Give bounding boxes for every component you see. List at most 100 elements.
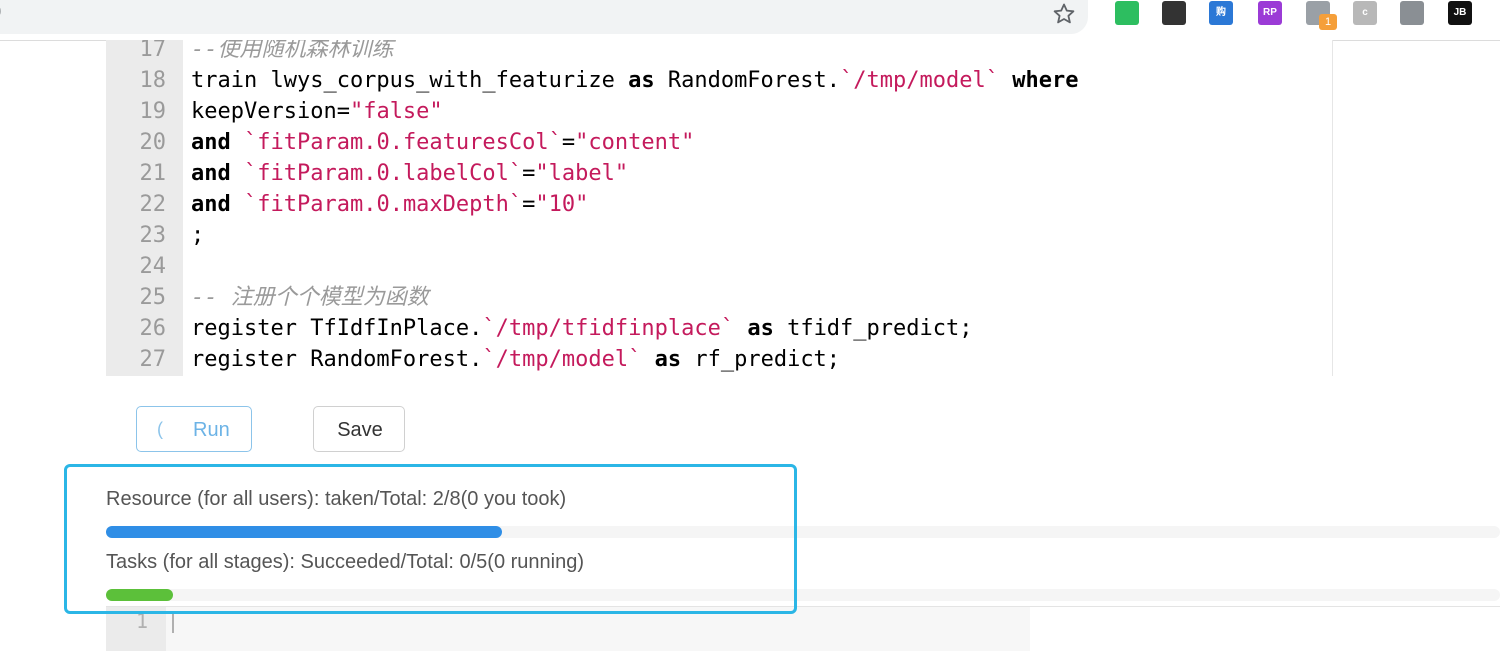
code-token: "10" xyxy=(535,192,589,217)
code-token: = xyxy=(522,192,536,217)
code-token: ; xyxy=(191,223,205,248)
code-text: register RandomForest.`/tmp/model` as rf… xyxy=(191,344,840,375)
code-line[interactable]: 20 and `fitParam.0.featuresCol`="content" xyxy=(106,127,1332,158)
resource-progress-track xyxy=(106,526,1500,538)
code-text: keepVersion="false" xyxy=(191,96,443,127)
code-text: and `fitParam.0.maxDepth`="10" xyxy=(191,189,588,220)
qr-code-icon[interactable] xyxy=(1162,1,1186,25)
code-line[interactable]: 24 xyxy=(106,251,1332,282)
loading-spinner-icon: ( xyxy=(157,419,163,439)
code-token: `/tmp/model` xyxy=(840,68,999,93)
extension-label: JB xyxy=(1453,7,1467,18)
vue-icon[interactable] xyxy=(1400,1,1424,25)
evernote-icon[interactable] xyxy=(1115,1,1139,25)
code-token: --使用随机森林训练 xyxy=(191,40,394,62)
code-token: = xyxy=(561,130,576,155)
line-number: 25 xyxy=(139,285,167,310)
run-button-label: Run xyxy=(193,419,230,441)
code-text: and `fitParam.0.featuresCol`="content" xyxy=(191,127,694,158)
result-editor-gutter: 1 xyxy=(106,607,166,651)
code-token xyxy=(231,161,244,186)
code-editor[interactable]: 17 --使用随机森林训练 18 train lwys_corpus_with_fea… xyxy=(106,40,1332,376)
code-token: and xyxy=(191,161,231,186)
code-token xyxy=(734,316,747,341)
code-line[interactable]: 22 and `fitParam.0.maxDepth`="10" xyxy=(106,189,1332,220)
line-gutter xyxy=(106,40,183,376)
code-token: RandomForest. xyxy=(654,68,841,93)
code-token: as xyxy=(654,347,682,372)
line-number: 23 xyxy=(139,223,167,248)
resource-progress-fill xyxy=(106,526,502,538)
bookmark-star-icon[interactable] xyxy=(1052,2,1076,26)
code-token: "content" xyxy=(575,130,695,155)
code-token xyxy=(999,68,1012,93)
code-token: "label" xyxy=(535,161,629,186)
jetbrains-icon[interactable]: JB xyxy=(1448,1,1472,25)
code-token: and xyxy=(191,192,231,217)
code-text: register TfIdfInPlace.`/tmp/tfidfinplace… xyxy=(191,313,973,344)
code-text: --使用随机森林训练 xyxy=(191,40,394,65)
code-line[interactable]: 26 register TfIdfInPlace.`/tmp/tfidfinpla… xyxy=(106,313,1332,344)
text-cursor xyxy=(172,611,174,633)
code-token: where xyxy=(1012,68,1079,93)
code-token: register TfIdfInPlace. xyxy=(191,316,483,341)
extension-badge: 1 xyxy=(1319,14,1337,30)
code-token xyxy=(641,347,654,372)
extension-label: 购 xyxy=(1216,7,1226,18)
code-token: keepVersion= xyxy=(191,99,350,124)
address-bar[interactable]: 00 xyxy=(0,0,1088,34)
line-number: 24 xyxy=(139,254,167,279)
code-token: `/tmp/tfidfinplace` xyxy=(482,316,735,341)
code-line[interactable]: 19 keepVersion="false" xyxy=(106,96,1332,127)
code-token: `fitParam.0.labelCol` xyxy=(244,161,523,186)
code-token xyxy=(231,130,244,155)
code-token: and xyxy=(191,130,231,155)
code-token: tfidf_predict; xyxy=(773,316,973,341)
code-text: -- 注册个个模型为函数 xyxy=(191,282,429,313)
resource-progress-label: Resource (for all users): taken/Total: 2… xyxy=(106,488,567,510)
url-text: 00 xyxy=(0,2,1,24)
code-token: `fitParam.0.featuresCol` xyxy=(244,130,562,155)
code-token xyxy=(231,192,244,217)
code-line[interactable]: 25 -- 注册个个模型为函数 xyxy=(106,282,1332,313)
save-button-label: Save xyxy=(337,419,383,441)
code-token: as xyxy=(747,316,774,341)
code-token: register RandomForest. xyxy=(191,347,483,372)
code-token: rf_predict; xyxy=(681,347,841,372)
code-line[interactable]: 23; xyxy=(106,220,1332,251)
code-text: ; xyxy=(191,220,204,251)
shopping-icon[interactable]: 购 xyxy=(1209,1,1233,25)
code-line[interactable]: 18 train lwys_corpus_with_featurize as Ra… xyxy=(106,65,1332,96)
code-line[interactable]: 27 register RandomForest.`/tmp/model` as … xyxy=(106,344,1332,375)
save-button[interactable]: Save xyxy=(313,406,405,452)
tasks-progress-fill xyxy=(106,589,173,601)
line-number: 17 xyxy=(139,40,167,62)
line-number: 22 xyxy=(139,192,167,217)
line-number: 18 xyxy=(139,68,167,93)
progress-highlight-box xyxy=(64,464,797,614)
line-number: 20 xyxy=(139,130,167,155)
code-line[interactable]: 17 --使用随机森林训练 xyxy=(106,40,1332,65)
code-token: `/tmp/model` xyxy=(482,347,642,372)
line-number: 19 xyxy=(139,99,167,124)
tasks-progress-label: Tasks (for all stages): Succeeded/Total:… xyxy=(106,551,585,573)
c-icon[interactable]: c xyxy=(1353,1,1377,25)
line-number: 27 xyxy=(139,347,167,372)
line-number: 1 xyxy=(135,609,148,633)
editor-border xyxy=(1332,40,1333,376)
browser-toolbar: 00 购 RP c JB 1 xyxy=(0,0,1500,41)
code-token: as xyxy=(628,68,655,93)
line-number: 26 xyxy=(139,316,167,341)
extension-label: c xyxy=(1362,7,1368,18)
code-text: and `fitParam.0.labelCol`="label" xyxy=(191,158,628,189)
code-text: train lwys_corpus_with_featurize as Rand… xyxy=(191,65,1078,96)
code-line[interactable]: 21 and `fitParam.0.labelCol`="label" xyxy=(106,158,1332,189)
tasks-progress-track xyxy=(106,589,1500,601)
code-token: train lwys_corpus_with_featurize xyxy=(191,68,629,93)
line-number: 21 xyxy=(139,161,167,186)
run-button[interactable]: ( Run xyxy=(136,406,252,452)
extension-label: RP xyxy=(1263,7,1277,18)
rp-icon[interactable]: RP xyxy=(1258,1,1282,25)
code-token: `fitParam.0.maxDepth` xyxy=(244,192,523,217)
code-token: -- 注册个个模型为函数 xyxy=(191,285,429,310)
